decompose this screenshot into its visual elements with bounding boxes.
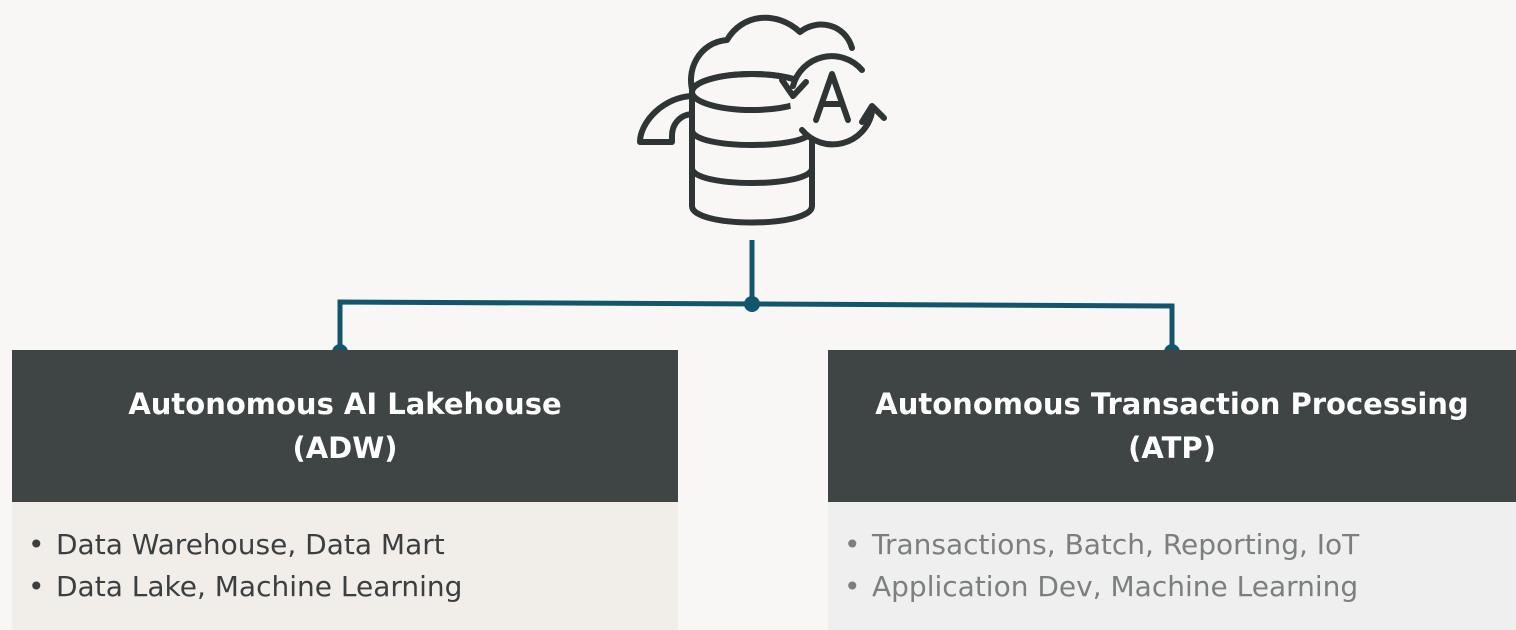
database-icon [689, 71, 815, 226]
cloud-icon [637, 14, 855, 145]
adw-title: Autonomous AI Lakehouse [128, 387, 562, 421]
adw-card-body: Data Warehouse, Data Mart Data Lake, Mac… [12, 502, 678, 630]
cloud-database-autonomous-icon [637, 14, 887, 226]
connector-lines [337, 240, 1175, 352]
adw-bullet-list: Data Warehouse, Data Mart Data Lake, Mac… [26, 524, 678, 608]
atp-card-body: Transactions, Batch, Reporting, IoT Appl… [828, 502, 1516, 630]
list-item: Transactions, Batch, Reporting, IoT [842, 524, 1516, 566]
atp-abbreviation: (ATP) [1128, 431, 1216, 465]
adw-card-header: Autonomous AI Lakehouse (ADW) [12, 350, 678, 502]
list-item: Application Dev, Machine Learning [842, 566, 1516, 608]
list-item: Data Lake, Machine Learning [26, 566, 678, 608]
autonomous-refresh-icon [779, 53, 887, 148]
atp-title: Autonomous Transaction Processing [875, 387, 1469, 421]
atp-bullet-list: Transactions, Batch, Reporting, IoT Appl… [842, 524, 1516, 608]
adw-abbreviation: (ADW) [292, 431, 398, 465]
list-item: Data Warehouse, Data Mart [26, 524, 678, 566]
connector-node-center [744, 296, 760, 312]
atp-card-header: Autonomous Transaction Processing (ATP) [828, 350, 1516, 502]
